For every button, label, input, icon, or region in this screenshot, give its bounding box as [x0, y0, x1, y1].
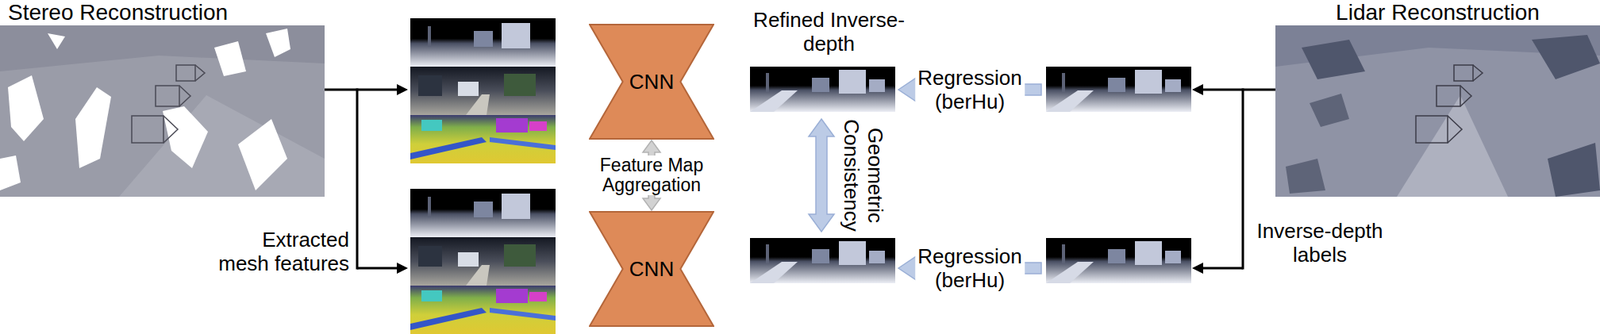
mesh-hole — [0, 155, 21, 191]
camera-frustums — [1415, 65, 1483, 143]
camera-frustum — [163, 115, 178, 143]
lidar-reconstruction-panel: Lidar Reconstruction — [1275, 0, 1600, 197]
label-holder: Inverse-depth labels — [1252, 219, 1388, 267]
camera-frustum — [1447, 115, 1462, 143]
camera-frustum — [1415, 115, 1448, 143]
mesh-patch — [1531, 34, 1600, 80]
node-heading: Stereo Reconstruction — [7, 0, 228, 26]
mesh-hole — [7, 75, 44, 142]
mesh-ground — [1275, 25, 1600, 197]
mesh-shade — [0, 25, 325, 72]
consistency-label: Geometric Consistency — [839, 119, 888, 232]
depth-label-image — [1046, 238, 1192, 284]
arrow-line — [357, 267, 399, 270]
camera-frustum — [1460, 85, 1472, 107]
node-heading: CNN — [629, 257, 674, 281]
loss-label: Regression (berHu) — [915, 65, 1025, 114]
label-holder: Regression (berHu) — [915, 65, 1025, 114]
camera-frustum — [1436, 85, 1461, 107]
refined-depth-image — [750, 238, 896, 284]
arrow-head — [1192, 262, 1204, 274]
arrow-line — [356, 88, 359, 270]
mesh-hole — [214, 41, 247, 77]
camera-frustum — [179, 85, 191, 107]
node-heading: Refined Inverse-depth — [750, 7, 908, 56]
arrow-line — [1201, 88, 1243, 92]
arrow-line — [1201, 267, 1243, 270]
arrow-head — [396, 84, 408, 96]
camera-frustum — [1473, 65, 1483, 81]
label-holder: Extracted mesh features — [212, 227, 350, 276]
label-holder: Regression (berHu) — [915, 244, 1025, 293]
cnn-block: CNN — [588, 211, 715, 327]
mesh-road — [1396, 95, 1508, 197]
stereo-reconstruction-panel: Stereo Reconstruction — [0, 0, 325, 197]
arrow-line — [324, 88, 358, 92]
cnn-block: CNN — [588, 23, 715, 140]
camera-frustum — [155, 85, 180, 107]
mesh-shade — [119, 95, 325, 197]
arrow-line — [1242, 88, 1245, 270]
consistency-arrow — [808, 119, 835, 232]
mesh-patch — [1547, 142, 1600, 197]
loss-label: Regression (berHu) — [915, 244, 1025, 293]
camera-frustum — [1453, 65, 1474, 81]
mesh-hole — [75, 87, 112, 169]
arrow-head — [396, 262, 408, 274]
mesh-hole — [162, 106, 208, 169]
target-label: Inverse-depth labels — [1252, 219, 1388, 267]
arrow-head — [1192, 84, 1204, 96]
mesh-ground — [0, 25, 325, 197]
edge-label: Feature Map Aggregation — [592, 155, 712, 196]
camera-frustum — [176, 65, 196, 81]
mesh-hole — [238, 119, 288, 191]
mesh-patch — [1309, 93, 1350, 127]
mesh-hole — [47, 33, 66, 50]
hourglass-outline — [589, 24, 714, 139]
refined-depth-panel: Refined Inverse-depth — [750, 7, 908, 112]
hourglass-outline — [589, 211, 714, 327]
refined-depth-image — [750, 66, 896, 112]
arrow-line — [1242, 88, 1276, 92]
mesh-patch — [1285, 158, 1326, 194]
feature-stack — [410, 18, 556, 164]
mesh-patch — [1301, 39, 1366, 80]
edge-label-holder: Feature Map Aggregation — [592, 155, 712, 196]
feature-stack — [410, 188, 556, 334]
node-heading: Lidar Reconstruction — [1335, 0, 1540, 26]
arrow-line — [357, 88, 399, 92]
node-heading: CNN — [629, 69, 674, 94]
camera-frustums — [131, 65, 205, 143]
mesh-hole — [265, 28, 291, 58]
depth-label-image — [1046, 66, 1192, 112]
camera-frustum — [131, 115, 164, 143]
input-label: Extracted mesh features — [212, 227, 350, 276]
stereo-mesh — [0, 25, 325, 197]
label-holder: Geometric Consistency — [839, 119, 888, 232]
camera-frustum — [195, 65, 205, 81]
lidar-mesh — [1275, 25, 1600, 197]
